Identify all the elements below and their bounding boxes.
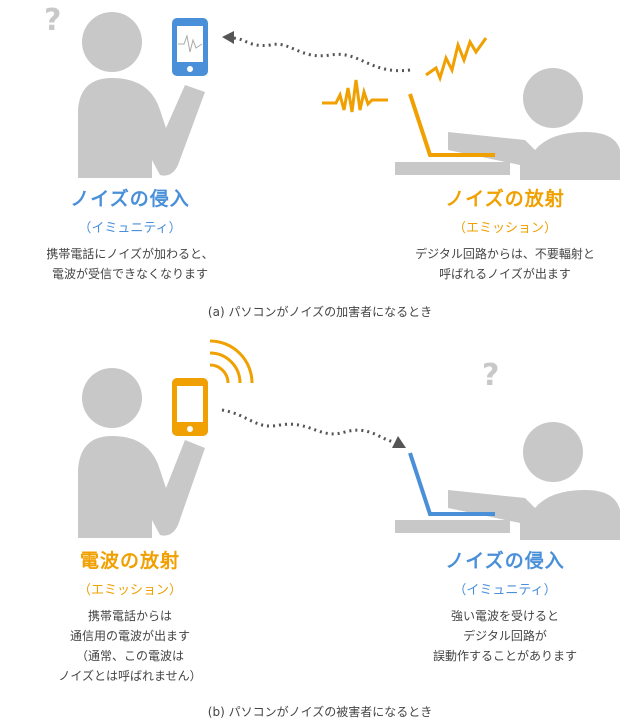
arrow-head-b	[392, 436, 406, 448]
dotted-arrow-b	[221, 408, 396, 444]
block-desc-line: 電波が受信できなくなります	[51, 267, 208, 281]
question-mark-icon: ?	[482, 358, 499, 393]
block-desc-line: デジタル回路からは、不要輻射と	[415, 247, 595, 261]
person-left-b	[78, 368, 205, 538]
laptop-icon-b	[408, 452, 495, 516]
emission-block-a: ノイズの放射 （エミッション） デジタル回路からは、不要輻射と 呼ばれるノイズが…	[375, 184, 635, 284]
person-left-a	[78, 12, 205, 178]
block-subtitle: （エミッション）	[452, 221, 557, 236]
caption-a: (a) パソコンがノイズの加害者になるとき	[207, 305, 433, 319]
block-desc-line: 通信用の電波が出ます	[69, 629, 190, 643]
block-title: ノイズの放射	[445, 188, 565, 210]
block-desc-line: デジタル回路が	[463, 629, 547, 643]
phone-icon-a	[172, 18, 208, 76]
block-desc-line: 誤動作することがあります	[432, 649, 577, 663]
question-mark-icon: ?	[44, 3, 61, 38]
block-desc-line: （通常、この電波は	[75, 649, 184, 663]
immunity-block-b: ノイズの侵入 （イミュニティ） 強い電波を受けると デジタル回路が 誤動作するこ…	[385, 546, 625, 666]
noise-wave-icon	[425, 37, 488, 83]
immunity-block-a: ノイズの侵入 （イミュニティ） 携帯電話にノイズが加わると、 電波が受信できなく…	[10, 184, 250, 284]
block-desc-line: 強い電波を受けると	[450, 609, 559, 623]
block-subtitle: （エミッション）	[77, 583, 182, 598]
block-desc-line: 携帯電話からは	[87, 609, 172, 623]
caption-b: (b) パソコンがノイズの被害者になるとき	[207, 705, 433, 719]
block-subtitle: （イミュニティ）	[453, 583, 557, 598]
block-subtitle: （イミュニティ）	[78, 221, 182, 236]
block-desc-line: 携帯電話にノイズが加わると、	[46, 247, 214, 261]
block-desc-line: 呼ばれるノイズが出ます	[439, 267, 571, 281]
person-right-b	[395, 422, 620, 540]
laptop-icon-a	[408, 93, 495, 157]
person-right-a	[395, 68, 620, 180]
block-desc-line: ノイズとは呼ばれません）	[58, 669, 202, 683]
block-title: ノイズの侵入	[445, 550, 565, 572]
noise-wave-icon	[322, 79, 388, 113]
block-title: ノイズの侵入	[70, 188, 190, 210]
phone-icon-b	[172, 378, 208, 436]
dotted-arrow-a	[231, 36, 411, 73]
block-title: 電波の放射	[79, 550, 180, 572]
radio-waves-icon	[209, 339, 254, 384]
arrow-head-a	[222, 31, 234, 44]
emission-block-b: 電波の放射 （エミッション） 携帯電話からは 通信用の電波が出ます （通常、この…	[10, 546, 250, 686]
